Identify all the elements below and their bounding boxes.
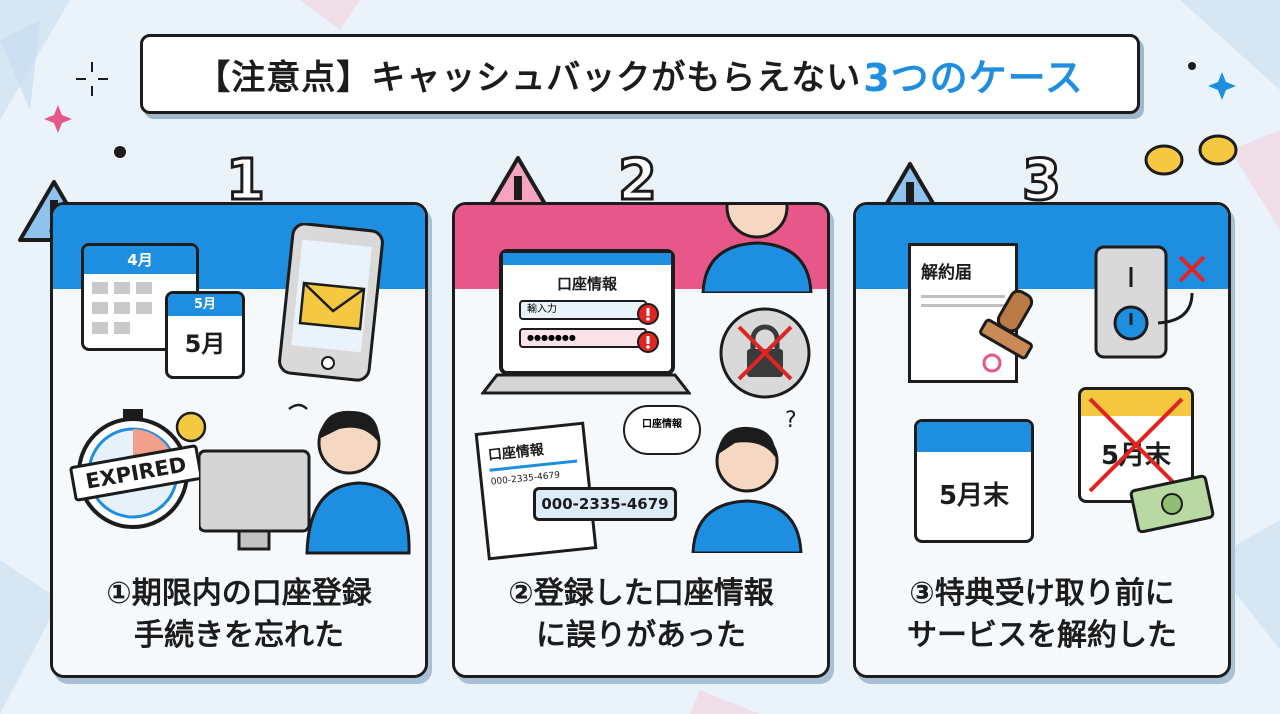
error-icon [637,331,659,353]
thought-bubble: 口座情報 [623,405,701,455]
svg-text:?: ? [785,408,797,433]
case-card-2: 口座情報 輸入力 ●●●●●●● 口座情報 000-2335-4679 000-… [452,202,830,678]
calendar-icon: 5月末 [914,419,1034,543]
caption-line: ①期限内の口座登録 [106,576,372,611]
title-main: 【注意点】キャッシュバックがもらえない [196,57,862,98]
case-caption: ①期限内の口座登録 手続きを忘れた [53,573,425,657]
calendar-date: 5月末 [938,481,1010,511]
password-field[interactable]: ●●●●●●● [519,328,647,348]
bubble-text: 口座情報 [642,419,682,430]
calendar-grid [92,282,152,334]
title-accent: 3つのケース [863,55,1084,100]
input-field[interactable]: 輸入力 [519,300,647,320]
calendar-month: 4月 [84,246,196,274]
worried-person-at-computer-illustration [199,403,411,555]
caption-line: ③特典受け取り前に [909,576,1175,611]
power-switch-icon [1094,245,1206,359]
calendar-header [1081,390,1191,416]
text-line [921,304,1005,307]
confused-person-illustration [701,205,813,293]
caption-line: サービスを解約した [907,618,1177,653]
account-number-box: 000-2335-4679 [533,487,677,521]
laptop-form-title: 口座情報 [556,275,617,293]
caption-line: ②登録した口座情報 [508,576,774,611]
calendar-month: 5月 [168,294,242,316]
document-account-number: 000-2335-4679 [490,470,561,488]
error-icon [637,303,659,325]
stamp-icon [979,289,1034,373]
money-icon [1129,474,1215,533]
coins-icon [1144,134,1238,176]
calendar-date: 5月 [184,330,226,358]
case-card-3: 解約届 5月末 5月末 ③特典受け取り前に サービスを解約した [853,202,1231,678]
case-card-1: 4月 5月 5月 EXPIRED [50,202,428,678]
calendar-icon: 5月 5月 [165,291,245,379]
caption-line: 手続きを忘れた [134,618,344,653]
caption-line: に誤りがあった [536,618,746,653]
case-caption: ③特典受け取り前に サービスを解約した [856,573,1228,657]
lock-crossed-icon [719,307,811,399]
laptop-base [481,373,691,395]
cross-mark-icon [1088,397,1184,493]
confused-person-illustration: ? [691,408,803,553]
document-title: 解約届 [921,263,972,283]
smartphone-mail-icon [278,223,384,382]
calendar-header [917,422,1031,452]
case-caption: ②登録した口座情報 に誤りがあった [455,573,827,657]
browser-bar [503,253,671,265]
text-line [921,295,1005,298]
